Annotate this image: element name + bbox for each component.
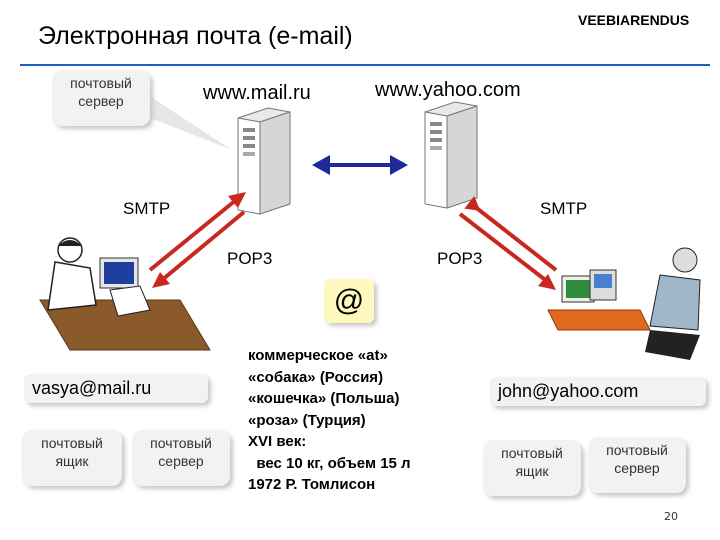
pop3-arrow-left bbox=[152, 210, 246, 288]
note-line: вес 10 кг, объем 15 л bbox=[248, 454, 411, 472]
mailbox-bubble-right: почтовый ящик bbox=[483, 440, 581, 496]
title-underline bbox=[20, 64, 710, 66]
pop3-arrow-right bbox=[458, 212, 556, 290]
note-line: коммерческое «at» bbox=[248, 347, 388, 364]
user-reclining-right-icon bbox=[547, 247, 701, 360]
pop3-label-right: POP3 bbox=[437, 249, 483, 268]
page-title: Электронная почта (e-mail) bbox=[38, 22, 353, 50]
host-yahoo: www.yahoo.com bbox=[375, 79, 521, 101]
at-notes: коммерческое «at» «собака» (Россия) «кош… bbox=[248, 345, 411, 496]
address-right: john@yahoo.com bbox=[490, 377, 706, 406]
bubble-line-1: почтовый bbox=[501, 445, 563, 461]
smtp-label-right: SMTP bbox=[540, 199, 588, 218]
smtp-arrow-right bbox=[464, 196, 558, 272]
bubble-pointer bbox=[130, 95, 232, 150]
user-at-desk-left-icon bbox=[39, 237, 211, 351]
note-line: «кошечка» (Польша) bbox=[248, 390, 400, 407]
smtp-label-left: SMTP bbox=[123, 199, 171, 218]
page-number: 20 bbox=[664, 510, 678, 523]
server-icon-mail-ru bbox=[237, 107, 291, 215]
note-line: XVI век: bbox=[248, 433, 307, 450]
mail-server-bubble-right: почтовый сервер bbox=[588, 437, 686, 493]
mail-server-bubble-left: почтовый сервер bbox=[132, 430, 230, 486]
host-mail-ru: www.mail.ru bbox=[203, 82, 311, 104]
note-line: 1972 Р. Томлисон bbox=[248, 476, 376, 493]
bubble-line-2: сервер bbox=[158, 453, 204, 469]
bubble-line-2: сервер bbox=[78, 93, 124, 109]
server-transfer-arrow bbox=[312, 155, 408, 175]
mailbox-bubble-left: почтовый ящик bbox=[22, 430, 122, 486]
address-left: vasya@mail.ru bbox=[24, 374, 208, 403]
pop3-label-left: POP3 bbox=[227, 249, 273, 268]
note-line: «роза» (Турция) bbox=[248, 411, 366, 429]
at-symbol: @ bbox=[324, 279, 374, 323]
note-line: «собака» (Россия) bbox=[248, 368, 384, 386]
bubble-line-1: почтовый bbox=[70, 75, 132, 91]
smtp-arrow-left bbox=[148, 192, 246, 272]
bubble-line-2: сервер bbox=[614, 460, 660, 476]
bubble-line-1: почтовый bbox=[606, 442, 668, 458]
bubble-line-1: почтовый bbox=[41, 435, 103, 451]
server-icon-yahoo bbox=[424, 101, 478, 209]
bubble-line-2: ящик bbox=[515, 463, 549, 479]
mail-server-bubble-top: почтовый сервер bbox=[52, 70, 150, 126]
bubble-line-1: почтовый bbox=[150, 435, 212, 451]
bubble-line-2: ящик bbox=[55, 453, 89, 469]
brand-label: VEEBIARENDUS bbox=[578, 12, 690, 28]
